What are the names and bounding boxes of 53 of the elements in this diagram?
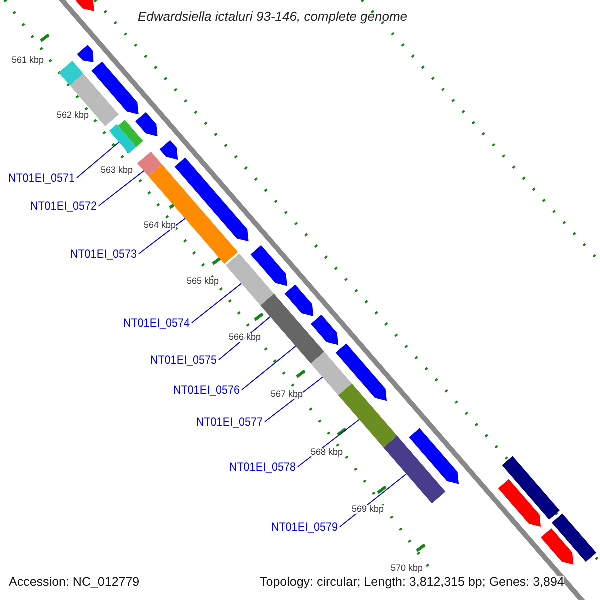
- gene-block: [92, 62, 139, 115]
- gene-block: [284, 284, 314, 316]
- scale-label: 570 kbp: [391, 564, 424, 573]
- gene-block: [226, 254, 274, 306]
- leader-line: [76, 142, 120, 178]
- gene-block: [540, 528, 574, 565]
- leader-line: [192, 283, 242, 324]
- gene-label: NT01EI_0577: [196, 416, 263, 428]
- gene-label: NT01EI_0575: [150, 354, 217, 366]
- gene-block: [409, 428, 460, 484]
- gene-block: [160, 140, 178, 160]
- gene-block: [137, 152, 162, 176]
- scale-label: 568 kbp: [311, 448, 344, 457]
- scale-label: 561 kbp: [12, 56, 44, 65]
- footer-text: Topology: circular; Length: 3,812,315 bp; Genes: 3,894: [260, 576, 564, 588]
- gene-block: [136, 112, 158, 137]
- gene-block: [70, 74, 119, 126]
- gene-block: [498, 479, 542, 528]
- gene-block: [174, 158, 249, 242]
- gene-block: [118, 120, 144, 148]
- gene-block: [338, 384, 398, 448]
- gene-block: [552, 514, 597, 562]
- scale-label: 562 kbp: [57, 111, 90, 120]
- gene-block: [77, 45, 94, 63]
- title: Edwardsiella ictaluri 93-146, complete genome: [138, 10, 408, 23]
- gene-label: NT01EI_0579: [271, 521, 338, 533]
- gene-block: [310, 352, 352, 396]
- leader-line: [138, 218, 186, 254]
- gene-label: NT01EI_0573: [70, 248, 137, 260]
- gene-block: [384, 436, 446, 504]
- gene-block: [250, 245, 288, 286]
- scale-label: 564 kbp: [144, 221, 176, 230]
- gene-label: NT01EI_0571: [8, 172, 75, 184]
- gene-label: NT01EI_0576: [173, 384, 240, 396]
- scale-label: 565 kbp: [187, 277, 220, 286]
- leader-line: [98, 170, 145, 206]
- gene-block: [76, 0, 94, 12]
- scale-label: 566 kbp: [229, 333, 262, 342]
- gene-block: [109, 124, 137, 154]
- gene-block: [260, 294, 325, 364]
- scale-label: 569 kbp: [352, 505, 384, 514]
- gene-block: [311, 314, 339, 346]
- scale-label: 567 kbp: [271, 390, 304, 399]
- gene-label: NT01EI_0574: [123, 317, 190, 329]
- gene-block: [336, 344, 387, 402]
- leader-line: [264, 376, 324, 422]
- gene-label: NT01EI_0572: [30, 200, 97, 212]
- leader-line: [242, 346, 296, 390]
- scale-label: 563 kbp: [101, 166, 134, 175]
- footer-text: Accession: NC_012779: [9, 576, 140, 588]
- gene-block: [502, 456, 560, 520]
- gene-label: NT01EI_0578: [229, 461, 296, 473]
- gene-block: [58, 61, 84, 86]
